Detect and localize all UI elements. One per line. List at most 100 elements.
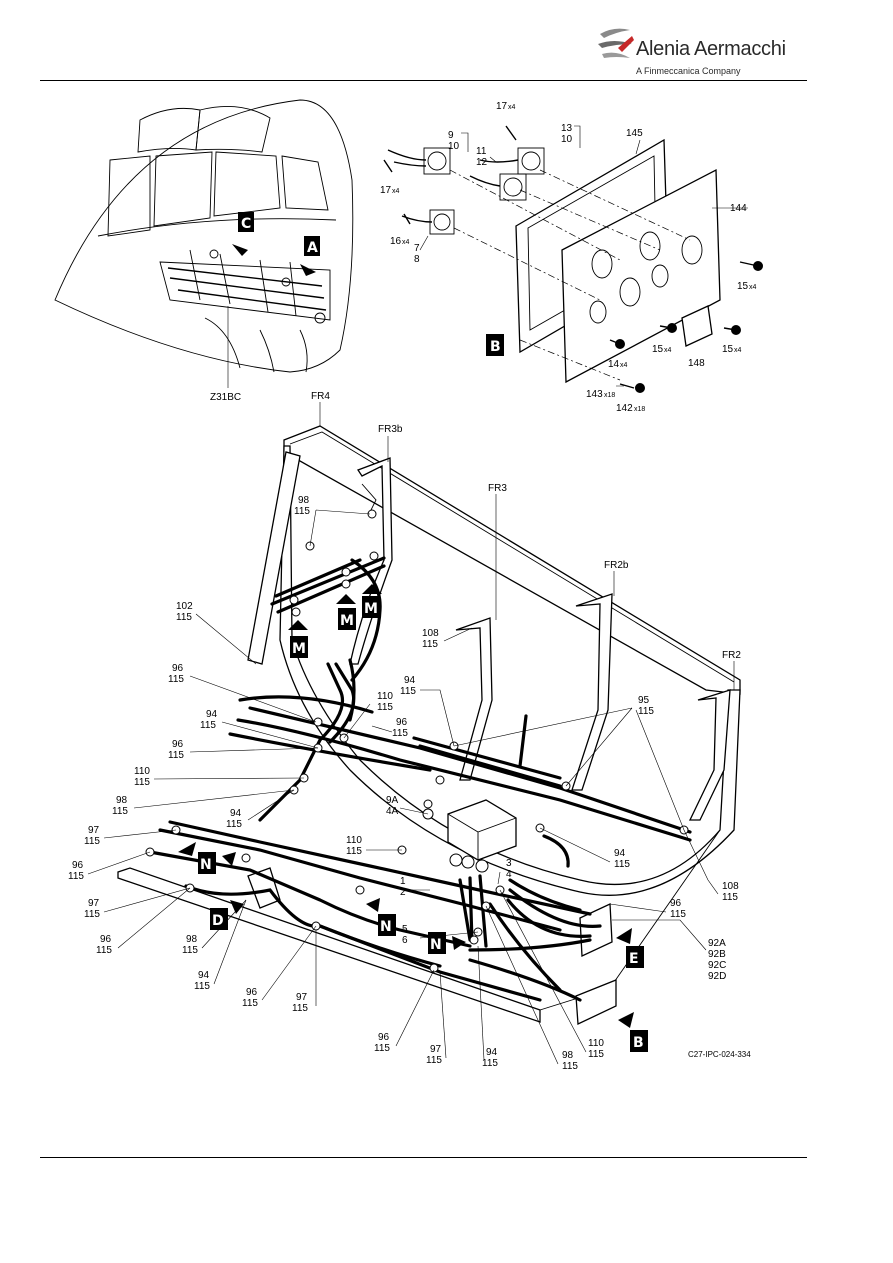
svg-text:108: 108	[422, 628, 439, 639]
svg-text:x4: x4	[402, 239, 410, 246]
view-marker-D: D	[210, 900, 244, 930]
svg-text:115: 115	[588, 1049, 604, 1060]
view-marker-B: B	[618, 1012, 648, 1052]
svg-text:x4: x4	[392, 188, 400, 195]
view-marker-E: E	[616, 928, 644, 968]
svg-text:B: B	[490, 339, 501, 355]
view-marker-M-3: M	[362, 584, 382, 618]
zone-label: Z31BC	[210, 392, 241, 403]
detail-b-callouts: 17 x4 9 10 13 10 145 11 12 17 x4 144 16 …	[380, 101, 757, 414]
svg-text:115: 115	[226, 819, 242, 830]
svg-text:110: 110	[346, 835, 362, 846]
svg-text:115: 115	[176, 612, 192, 623]
view-marker-B-detail: B	[486, 334, 504, 356]
svg-text:D: D	[212, 913, 224, 929]
svg-text:15: 15	[737, 281, 749, 292]
svg-text:13: 13	[561, 123, 573, 134]
svg-text:102: 102	[176, 601, 193, 612]
svg-text:B: B	[633, 1035, 644, 1051]
svg-text:108: 108	[722, 881, 739, 892]
svg-text:98: 98	[116, 795, 128, 806]
svg-text:115: 115	[374, 1043, 390, 1054]
svg-text:FR3: FR3	[488, 483, 507, 494]
svg-text:94: 94	[404, 675, 416, 686]
frame-labels: FR4 FR3b FR3 FR2b FR2	[311, 391, 741, 690]
svg-text:FR3b: FR3b	[378, 424, 403, 435]
svg-text:2: 2	[400, 887, 406, 898]
svg-text:94: 94	[230, 808, 242, 819]
svg-text:115: 115	[482, 1058, 498, 1069]
svg-text:143: 143	[586, 389, 603, 400]
svg-text:96: 96	[246, 987, 258, 998]
svg-text:115: 115	[294, 506, 310, 517]
svg-text:92A: 92A	[708, 938, 726, 949]
svg-text:4A: 4A	[386, 806, 399, 817]
svg-text:115: 115	[292, 1003, 308, 1014]
svg-text:142: 142	[616, 403, 633, 414]
svg-text:97: 97	[88, 825, 100, 836]
svg-text:94: 94	[198, 970, 210, 981]
svg-text:12: 12	[476, 157, 488, 168]
svg-text:A: A	[307, 240, 318, 256]
svg-text:115: 115	[614, 859, 630, 870]
svg-text:115: 115	[168, 674, 184, 685]
svg-text:x4: x4	[734, 347, 742, 354]
wire-harness-runs	[148, 556, 692, 1002]
svg-text:15: 15	[652, 344, 664, 355]
svg-text:N: N	[380, 919, 392, 935]
svg-text:96: 96	[72, 860, 84, 871]
brand-logo: Alenia Aermacchi A Finmeccanica Company	[596, 22, 796, 82]
svg-text:96: 96	[396, 717, 408, 728]
svg-text:98: 98	[186, 934, 198, 945]
view-marker-M-2: M	[336, 594, 356, 630]
svg-text:E: E	[629, 951, 639, 967]
view-marker-N-2: N	[366, 898, 396, 936]
svg-text:115: 115	[200, 720, 216, 731]
svg-text:FR4: FR4	[311, 391, 330, 402]
svg-text:115: 115	[112, 806, 128, 817]
svg-text:x4: x4	[749, 284, 757, 291]
svg-text:115: 115	[722, 892, 738, 903]
svg-text:92D: 92D	[708, 971, 726, 982]
svg-text:6: 6	[402, 935, 408, 946]
view-marker-A: A	[300, 236, 320, 276]
svg-text:8: 8	[414, 254, 420, 265]
svg-text:94: 94	[206, 709, 218, 720]
svg-text:9: 9	[448, 130, 454, 141]
view-marker-N-1: N	[178, 842, 236, 874]
brand-name: Alenia Aermacchi	[636, 38, 786, 60]
svg-text:97: 97	[296, 992, 308, 1003]
svg-text:x18: x18	[634, 406, 645, 413]
svg-text:x18: x18	[604, 392, 615, 399]
svg-text:115: 115	[168, 750, 184, 761]
svg-text:115: 115	[182, 945, 198, 956]
svg-text:11: 11	[476, 146, 487, 157]
svg-text:N: N	[430, 937, 442, 953]
svg-text:144: 144	[730, 203, 747, 214]
svg-text:115: 115	[400, 686, 416, 697]
drawing-reference: C27-IPC-024-334	[688, 1050, 751, 1059]
svg-text:115: 115	[392, 728, 408, 739]
svg-text:115: 115	[638, 706, 654, 717]
brand-subtitle: A Finmeccanica Company	[636, 66, 741, 76]
svg-text:115: 115	[422, 639, 438, 650]
view-marker-C: C	[232, 212, 254, 256]
svg-text:110: 110	[134, 766, 150, 777]
svg-text:5: 5	[402, 924, 408, 935]
svg-text:10: 10	[561, 134, 573, 145]
svg-text:96: 96	[378, 1032, 390, 1043]
svg-text:148: 148	[688, 358, 705, 369]
footer-rule	[40, 1157, 807, 1158]
svg-text:115: 115	[346, 846, 362, 857]
svg-text:4: 4	[506, 869, 512, 880]
main-callouts: 98 115 102 115 108 115 96 115 94 115 110…	[68, 495, 739, 1072]
svg-text:115: 115	[134, 777, 150, 788]
svg-text:92C: 92C	[708, 960, 726, 971]
header-rule	[40, 80, 807, 81]
svg-text:95: 95	[638, 695, 650, 706]
propeller-logo-icon	[598, 28, 634, 58]
svg-text:17: 17	[380, 185, 392, 196]
svg-text:16: 16	[390, 236, 402, 247]
svg-text:M: M	[364, 601, 378, 617]
